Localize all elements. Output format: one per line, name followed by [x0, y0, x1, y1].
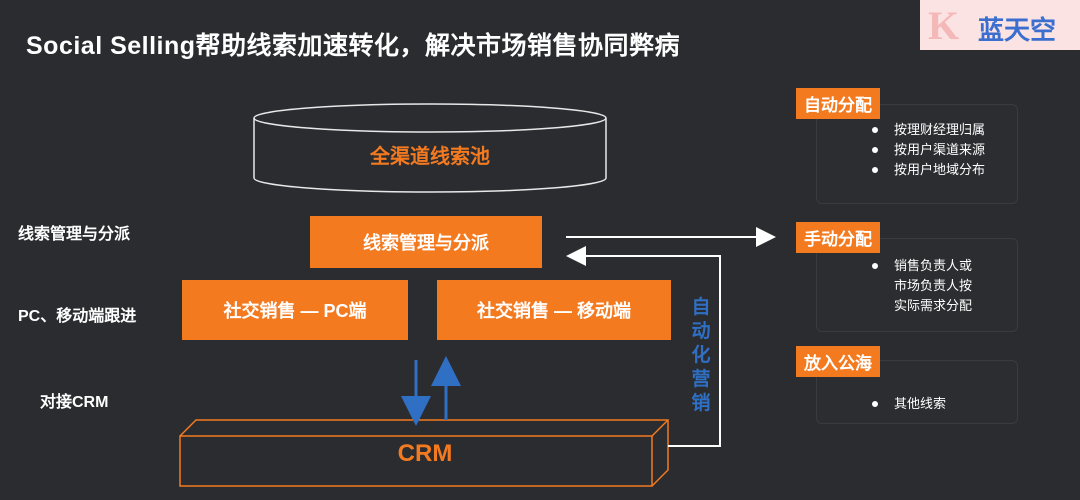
lead-pool-cylinder — [253, 103, 607, 193]
page-title: Social Selling帮助线索加速转化，解决市场销售协同弊病 — [26, 32, 681, 60]
arrow-crm-feedback — [566, 246, 721, 447]
lead-management-box: 线索管理与分派 — [310, 216, 542, 268]
lead-pool-label: 全渠道线索池 — [370, 146, 490, 168]
auto-marketing-label: 自动化营销 — [691, 297, 711, 414]
list-item-line: 销售负责人或 — [894, 258, 973, 273]
panel-auto-assign-tag: 自动分配 — [796, 88, 880, 119]
list-item-line: 市场负责人按 — [894, 278, 973, 293]
crm-label: CRM — [397, 440, 453, 467]
crm-box — [179, 419, 669, 487]
panel-auto-assign — [816, 104, 1018, 204]
side-label-crm-connect: 对接CRM — [40, 394, 109, 411]
list-item: 销售负责人或 市场负责人按 实际需求分配 — [868, 256, 972, 316]
logo-letter: K — [928, 3, 960, 48]
list-item: 其他线索 — [868, 394, 946, 414]
list-item: 按理财经理归属 — [868, 120, 985, 140]
list-item: 按用户渠道来源 — [868, 140, 985, 160]
panel-auto-assign-list: 按理财经理归属 按用户渠道来源 按用户地域分布 — [868, 120, 985, 180]
panel-manual-assign-tag: 手动分配 — [796, 222, 880, 253]
logo: K 蓝天空 — [920, 0, 1080, 50]
logo-text: 蓝天空 — [978, 15, 1057, 45]
list-item: 按用户地域分布 — [868, 160, 985, 180]
side-label-pc-mobile: PC、移动端跟进 — [18, 308, 137, 325]
social-selling-pc-box: 社交销售 — PC端 — [182, 280, 408, 340]
panel-public-pool-list: 其他线索 — [868, 394, 946, 414]
panel-public-pool-tag: 放入公海 — [796, 346, 880, 377]
side-label-lead-management: 线索管理与分派 — [18, 226, 131, 243]
list-item-line: 实际需求分配 — [894, 298, 973, 313]
panel-manual-assign-list: 销售负责人或 市场负责人按 实际需求分配 — [868, 256, 972, 316]
panel-manual-assign — [816, 238, 1018, 332]
social-selling-mobile-box: 社交销售 — 移动端 — [437, 280, 671, 340]
